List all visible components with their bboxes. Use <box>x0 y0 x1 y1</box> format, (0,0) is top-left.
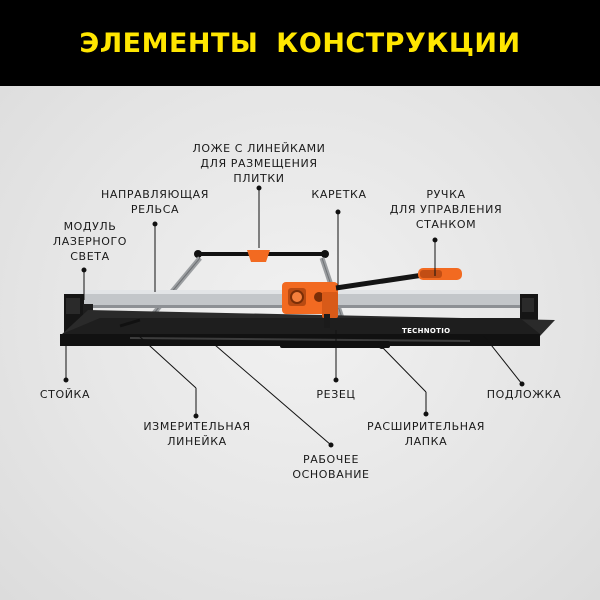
label-measuring-ruler: ИЗМЕРИТЕЛЬНАЯ ЛИНЕЙКА <box>143 420 251 448</box>
label-stand: СТОЙКА <box>39 388 91 401</box>
label-extension-tab: РАСШИРИТЕЛЬНАЯ ЛАПКА <box>366 420 486 448</box>
carriage <box>282 282 338 328</box>
label-laser-module: МОДУЛЬ ЛАЗЕРНОГО СВЕТА <box>52 220 128 263</box>
leader-lines <box>63 185 525 448</box>
label-cutter: РЕЗЕЦ <box>316 388 356 401</box>
base-plate: TECHNOTIO <box>60 310 555 346</box>
header-bar: ЭЛЕМЕНТЫ КОНСТРУКЦИИ <box>0 0 600 86</box>
measuring-ruler <box>119 318 471 342</box>
guide-rail <box>65 290 530 308</box>
label-base-plate: ПОДЛОЖКА <box>486 388 562 401</box>
label-handle: РУЧКА ДЛЯ УПРАВЛЕНИЯ СТАНКОМ <box>389 188 503 231</box>
label-tile-bed: ЛОЖЕ С ЛИНЕЙКАМИ ДЛЯ РАЗМЕЩЕНИЯ ПЛИТКИ <box>192 142 326 185</box>
brand-logo: TECHNOTIO <box>402 327 450 335</box>
control-handle <box>335 268 462 291</box>
extension-tab <box>280 341 390 349</box>
label-carriage: КАРЕТКА <box>311 188 367 201</box>
label-work-base: РАБОЧЕЕ ОСНОВАНИЕ <box>292 453 370 481</box>
label-guide-rail: НАПРАВЛЯЮЩАЯ РЕЛЬСА <box>101 188 209 216</box>
page-title: ЭЛЕМЕНТЫ КОНСТРУКЦИИ <box>79 27 521 59</box>
